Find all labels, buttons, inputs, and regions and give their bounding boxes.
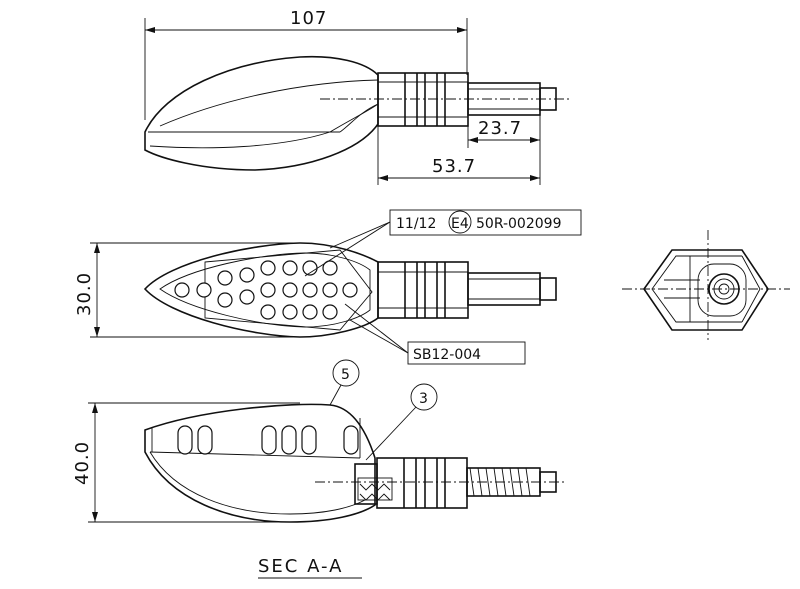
- led-board-label: SB12-004: [413, 347, 481, 363]
- front-view: 30.0: [74, 209, 582, 365]
- approval-e-mark: E4: [451, 216, 469, 232]
- dim-overall-length: 107: [290, 8, 327, 29]
- dim-thread-length: 23.7: [478, 118, 522, 139]
- dim-body-to-end: 53.7: [432, 156, 476, 177]
- end-view: [622, 230, 790, 340]
- section-caption: SEC A-A: [258, 556, 343, 577]
- approval-prefix: 11/12: [396, 216, 436, 232]
- section-leds: [177, 425, 359, 455]
- top-view: 107 23.7 53.7: [144, 8, 570, 185]
- approval-number: 50R-002099: [476, 216, 561, 232]
- led-array: [174, 260, 358, 320]
- dim-front-height: 30.0: [74, 272, 95, 316]
- callout-5: 5: [341, 367, 350, 383]
- dim-section-height: 40.0: [72, 441, 93, 485]
- callout-3: 3: [419, 391, 428, 407]
- section-view: 40.0 5: [72, 359, 565, 523]
